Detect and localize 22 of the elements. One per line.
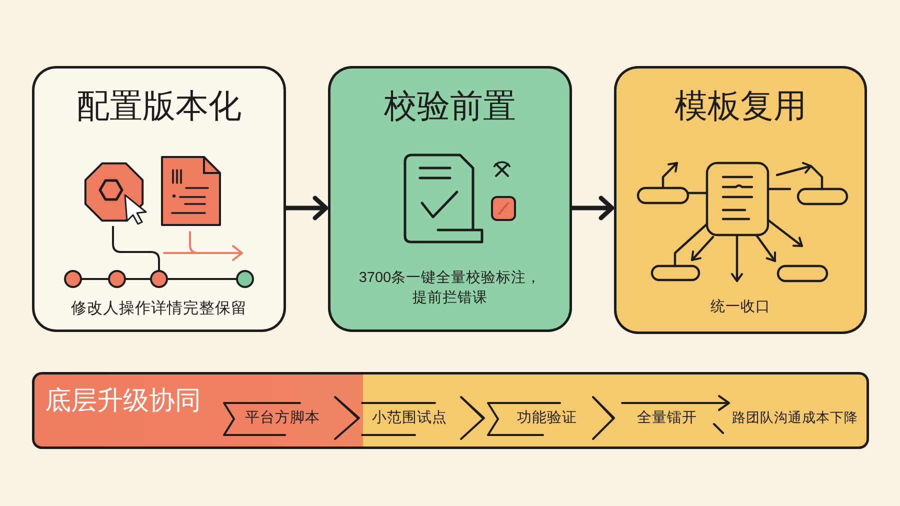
stage-card xyxy=(614,66,867,334)
chevron-arrow xyxy=(592,396,615,440)
process-band xyxy=(32,372,869,449)
step-label: 功能验证 xyxy=(517,409,577,427)
step-label: 路团队沟通成本下降 xyxy=(730,407,858,429)
card-title: 模板复用 xyxy=(674,87,806,125)
arrow xyxy=(572,196,614,220)
chevron-arrow xyxy=(460,396,485,440)
step-label: 平台方脚本 xyxy=(245,409,320,427)
card-description: 统一收口 xyxy=(710,298,770,317)
stage-card xyxy=(328,66,572,332)
band-title: 底层升级协同 xyxy=(45,385,201,415)
arrow xyxy=(286,196,328,220)
card-title: 校验前置 xyxy=(384,87,516,125)
step-label: 小范围试点 xyxy=(372,409,447,427)
card-title: 配置版本化 xyxy=(76,87,242,125)
stage-card xyxy=(32,66,286,332)
card-description: 修改人操作详情完整保留 xyxy=(71,299,247,319)
chevron-arrow xyxy=(334,396,360,440)
card-description: 3700条一键全量校验标注，提前拦错课 xyxy=(358,269,542,308)
arrow xyxy=(718,395,730,411)
step-label: 全量镭开 xyxy=(637,409,697,427)
